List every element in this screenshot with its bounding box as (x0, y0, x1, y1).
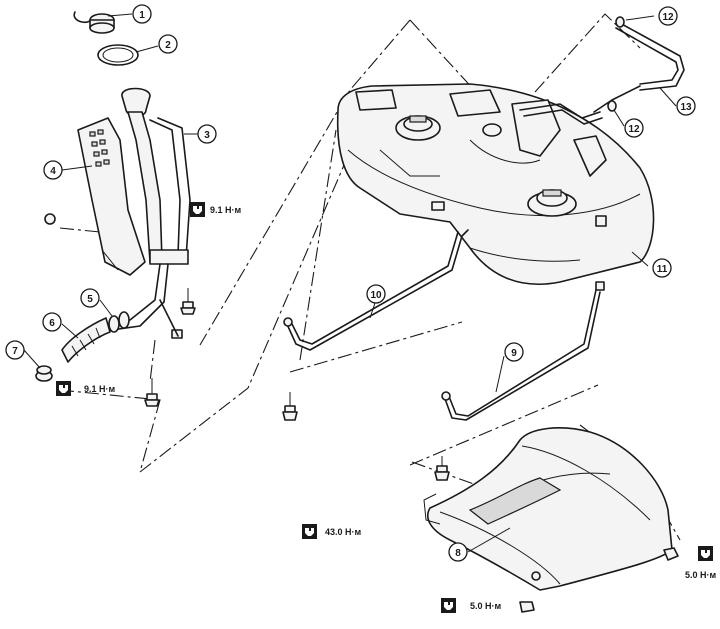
callout-7: 7 (5, 340, 25, 360)
callout-number: 13 (680, 102, 692, 113)
callout-number: 8 (455, 548, 461, 559)
torque-label-filler-upper: 9.1 Н·м (190, 202, 242, 217)
nut-cover-lower (519, 601, 535, 613)
torque-wrench-icon (302, 524, 317, 539)
callout-2: 2 (158, 34, 178, 54)
bolt-strap-front (434, 456, 450, 481)
torque-wrench-icon (190, 202, 205, 217)
torque-wrench-icon (698, 546, 713, 561)
vent-hose-clamp-upper (615, 16, 625, 28)
torque-value: 5.0 Н·м (470, 601, 502, 611)
hose-clamp (108, 311, 130, 333)
callout-6: 6 (42, 312, 62, 332)
callout-5: 5 (80, 288, 100, 308)
filler-hose (61, 317, 111, 363)
callout-number: 5 (87, 294, 93, 305)
fuel-filler-cap (73, 11, 115, 34)
tank-strap-front (441, 281, 605, 421)
callout-11: 11 (652, 258, 672, 278)
callout-number: 1 (139, 10, 145, 21)
callout-10: 10 (366, 284, 386, 304)
callout-number: 3 (204, 130, 210, 141)
callout-12-lower: 12 (624, 118, 644, 138)
callout-number: 9 (511, 348, 517, 359)
bolt-strap-rear (282, 392, 298, 421)
callout-12-upper: 12 (658, 6, 678, 26)
torque-label-filler-lower: 9.1 Н·м (56, 381, 116, 396)
torque-label-cover-lower: 5.0 Н·м (441, 598, 502, 613)
tank-under-cover (423, 427, 673, 591)
callout-1: 1 (132, 4, 152, 24)
callout-8: 8 (448, 542, 468, 562)
torque-label-cover-right: 5.0 Н·м (685, 546, 717, 580)
filler-gasket-ring (97, 44, 139, 66)
callout-number: 11 (657, 264, 668, 275)
torque-label-strap: 43.0 Н·м (302, 524, 362, 539)
torque-value: 9.1 Н·м (210, 205, 242, 215)
callout-number: 12 (628, 124, 640, 135)
torque-value: 43.0 Н·м (325, 527, 362, 537)
bolt-filler-lower (144, 378, 160, 407)
fuel-pump-flange-rear (395, 115, 441, 141)
vent-hose-clamp-lower (607, 100, 617, 112)
torque-value: 9.1 Н·м (84, 384, 116, 394)
vent-hose (593, 21, 685, 113)
callout-number: 10 (370, 290, 382, 301)
callout-number: 12 (662, 12, 674, 23)
callout-3: 3 (197, 124, 217, 144)
torque-wrench-icon (56, 381, 71, 396)
fuel-tank (336, 83, 655, 286)
bolt-filler-upper (180, 288, 196, 315)
torque-wrench-icon (441, 598, 456, 613)
callout-number: 6 (49, 318, 55, 329)
hose-clamp-lower (35, 365, 53, 382)
callout-13: 13 (676, 96, 696, 116)
callout-number: 4 (50, 166, 56, 177)
tank-strap-rear (283, 229, 469, 351)
fuel-pump-flange-front (527, 189, 577, 217)
filler-splash-shield (44, 117, 146, 276)
shield-holes (89, 129, 110, 167)
nut-cover-right (663, 547, 679, 561)
torque-value: 5.0 Н·м (685, 570, 717, 580)
leader-lines (23, 13, 677, 553)
callout-number: 7 (12, 346, 18, 357)
callout-9: 9 (504, 342, 524, 362)
callout-4: 4 (43, 160, 63, 180)
callout-number: 2 (165, 40, 171, 51)
